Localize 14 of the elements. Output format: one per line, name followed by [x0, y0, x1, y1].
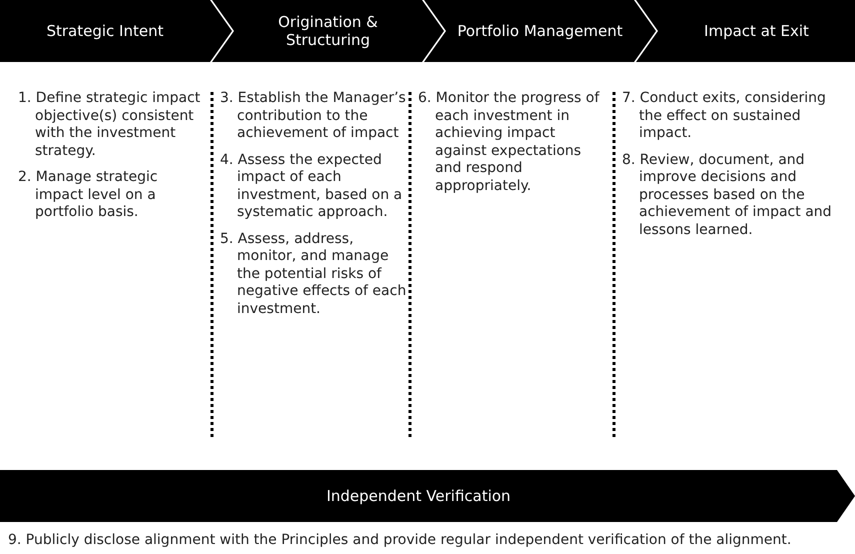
principle-text: 2. Manage strategic impact level on a portfolio basis. [18, 169, 159, 222]
principle-text: 1. Define strategic impact objective(s) consistent with the investment strategy. [18, 90, 202, 160]
principle-text: 3. Establish the Manager’s contribution to the achievement of impact [220, 90, 407, 142]
principle-text: 6. Monitor the progress of each investment in achieving impact against expectations and respond appropriately. [418, 90, 600, 195]
stage-title: Portfolio Management [457, 22, 623, 40]
stage-title: Strategic Intent [46, 22, 164, 40]
principle-text: 5. Assess, address, monitor, and manage the potential risks of negative effects of each investment. [220, 230, 408, 318]
principle-text: 4. Assess the expected impact of each investment, based on a systematic approach. [220, 152, 404, 222]
principle-text: 7. Conduct exits, considering the effect on sustained impact. [622, 90, 827, 142]
principle-text: 9. Publicly disclose alignment with the Principles and provide regular independent verification of the alignment. [8, 532, 792, 548]
stage-title: Independent Verification [326, 487, 511, 505]
stage-title: Impact at Exit [704, 22, 809, 40]
stage-title: Origination & Structuring [277, 13, 379, 49]
principle-text: 8. Review, document, and improve decisions and processes based on the achievement of impact and lessons learned. [622, 152, 833, 239]
